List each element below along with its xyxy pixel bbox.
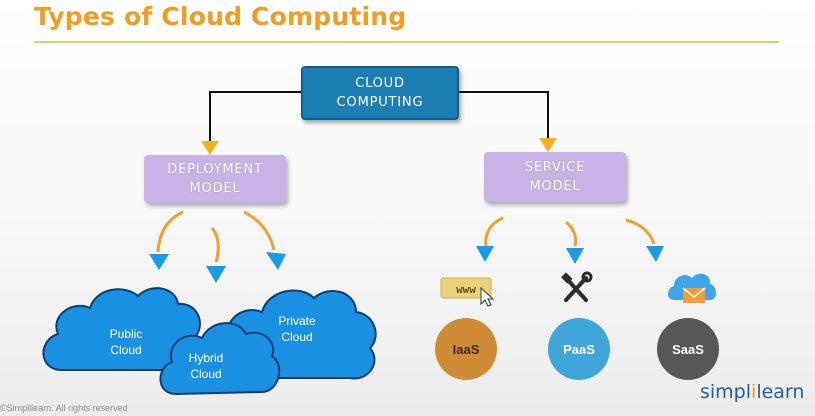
- private-cloud-line1: Private: [278, 314, 316, 328]
- brand-part1: simpl: [700, 381, 752, 403]
- hybrid-cloud-line2: Cloud: [190, 367, 222, 381]
- arrowhead-hybrid: [206, 266, 226, 283]
- www-cursor-icon: www: [440, 277, 495, 307]
- tools-icon: [561, 271, 593, 302]
- hybrid-cloud-label: Hybrid Cloud: [166, 350, 246, 382]
- deployment-label-line1: Deployment: [167, 162, 263, 177]
- brand-part3: learn: [756, 381, 805, 403]
- simplilearn-logo: simplilearn: [700, 381, 804, 403]
- iaas-circle: IaaS: [435, 318, 497, 380]
- page-title: Types of Cloud Computing: [34, 2, 407, 31]
- title-underline: [34, 41, 779, 43]
- private-cloud-label: Private Cloud: [257, 313, 337, 345]
- www-icon-text: www: [456, 283, 476, 296]
- paas-circle: PaaS: [548, 318, 610, 380]
- service-label-line1: Service: [524, 160, 586, 175]
- root-label-line1: Cloud: [355, 76, 405, 91]
- connector-root-to-service: [459, 91, 549, 140]
- hybrid-cloud-line1: Hybrid: [188, 351, 224, 365]
- public-cloud-label: Public Cloud: [86, 326, 166, 358]
- public-cloud-line2: Cloud: [110, 343, 142, 357]
- public-cloud-line1: Public: [109, 327, 143, 341]
- curved-arrow-private: [243, 210, 276, 251]
- arrowhead-public: [149, 254, 169, 270]
- saas-label: SaaS: [672, 341, 704, 357]
- cloud-hybrid: [159, 322, 281, 396]
- root-label-line2: Computing: [336, 95, 424, 110]
- arrowhead-saas: [646, 246, 664, 262]
- brand-part2: i: [751, 381, 757, 403]
- arrowhead-service: [539, 138, 557, 152]
- arrowhead-paas: [566, 248, 584, 264]
- service-label-line2: Model: [529, 179, 581, 194]
- curved-arrow-hybrid: [210, 227, 220, 263]
- cloud-mail-icon: [668, 273, 716, 303]
- connector-root-to-deployment: [209, 91, 301, 143]
- arrowhead-iaas: [476, 246, 494, 262]
- service-model-box: Service Model: [484, 152, 626, 202]
- deployment-label-line2: Model: [189, 181, 241, 196]
- copyright-text: ©Simplilearn. All rights reserved: [0, 403, 128, 413]
- deployment-model-box: Deployment Model: [144, 155, 286, 203]
- cloud-computing-box: Cloud Computing: [301, 66, 459, 120]
- paas-label: PaaS: [563, 341, 595, 357]
- curved-arrow-iaas: [484, 216, 504, 247]
- curved-arrow-saas: [625, 218, 656, 245]
- curved-arrow-public: [156, 210, 184, 253]
- private-cloud-line2: Cloud: [281, 330, 313, 344]
- arrowhead-private: [266, 252, 286, 270]
- iaas-label: IaaS: [452, 341, 480, 357]
- saas-circle: SaaS: [657, 318, 719, 380]
- arrowhead-deployment: [201, 141, 219, 155]
- curved-arrow-paas: [565, 220, 578, 247]
